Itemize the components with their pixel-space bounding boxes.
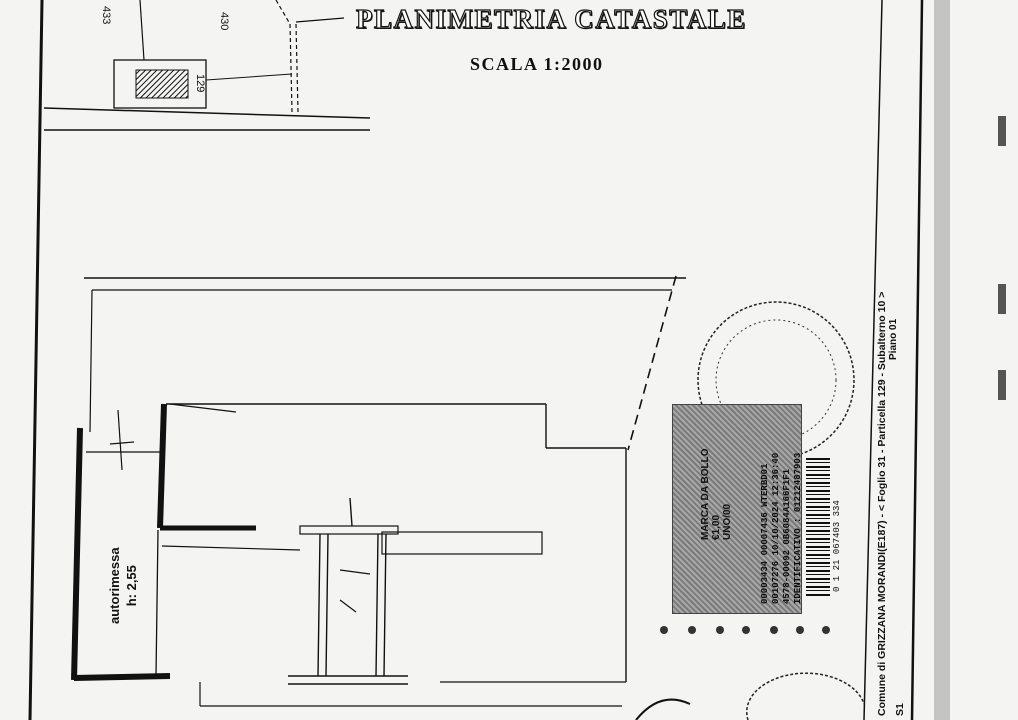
stamp-line: IDENTIFICATIVO : 01212487903 xyxy=(793,452,803,604)
room-label: autorimessa h: 2,55 xyxy=(106,547,140,624)
floor-level: Piano 01 xyxy=(888,318,899,360)
edge-mark xyxy=(998,284,1006,314)
room-height: h: 2,55 xyxy=(124,565,139,607)
stamp-dots xyxy=(660,626,830,634)
stamp-line: 00107276 10/10/2024 12:36:40 xyxy=(771,452,781,604)
stamp-amount-label: UNO/00 xyxy=(722,503,733,540)
parcel-number: 129 xyxy=(194,74,206,93)
left-border xyxy=(28,0,44,720)
sheet-code: S1 xyxy=(894,703,906,716)
right-border xyxy=(910,0,924,720)
stamp-amount: €1,00 xyxy=(711,514,722,540)
floor-plan xyxy=(71,275,686,707)
room-name: autorimessa xyxy=(107,547,122,624)
site-plan xyxy=(43,0,371,131)
property-reference: Comune di GRIZZANA MORANDI(E187) - < Fog… xyxy=(876,291,888,716)
signature-mark xyxy=(635,698,691,720)
scan-shadow xyxy=(934,0,950,720)
revenue-stamp xyxy=(672,404,802,614)
barcode xyxy=(806,458,830,598)
inner-right-border xyxy=(863,0,883,720)
revenue-stamp-brand: MARCA DA BOLLO €1,00 UNO/00 xyxy=(700,449,733,540)
document-title: PLANIMETRIA CATASTALE xyxy=(355,3,747,34)
official-seal-inner xyxy=(715,319,837,441)
stamp-brand-text: MARCA DA BOLLO xyxy=(700,448,711,540)
parcel-number: 430 xyxy=(218,12,230,31)
stamp-line: 00003434 00007436 WTERBD01 xyxy=(760,463,770,604)
barcode-number: 0 1 21 067403 334 xyxy=(832,500,842,592)
revenue-stamp-details: 00003434 00007436 WTERBD01 00107276 10/1… xyxy=(760,453,804,604)
edge-mark xyxy=(998,370,1006,400)
official-seal-bottom xyxy=(745,672,865,720)
stamp-line: 4578-00092 0B6084A166F1F1 xyxy=(782,468,792,604)
document-scale: SCALA 1:2000 xyxy=(470,54,604,74)
parcel-number: 433 xyxy=(100,6,112,25)
edge-mark xyxy=(998,116,1006,146)
